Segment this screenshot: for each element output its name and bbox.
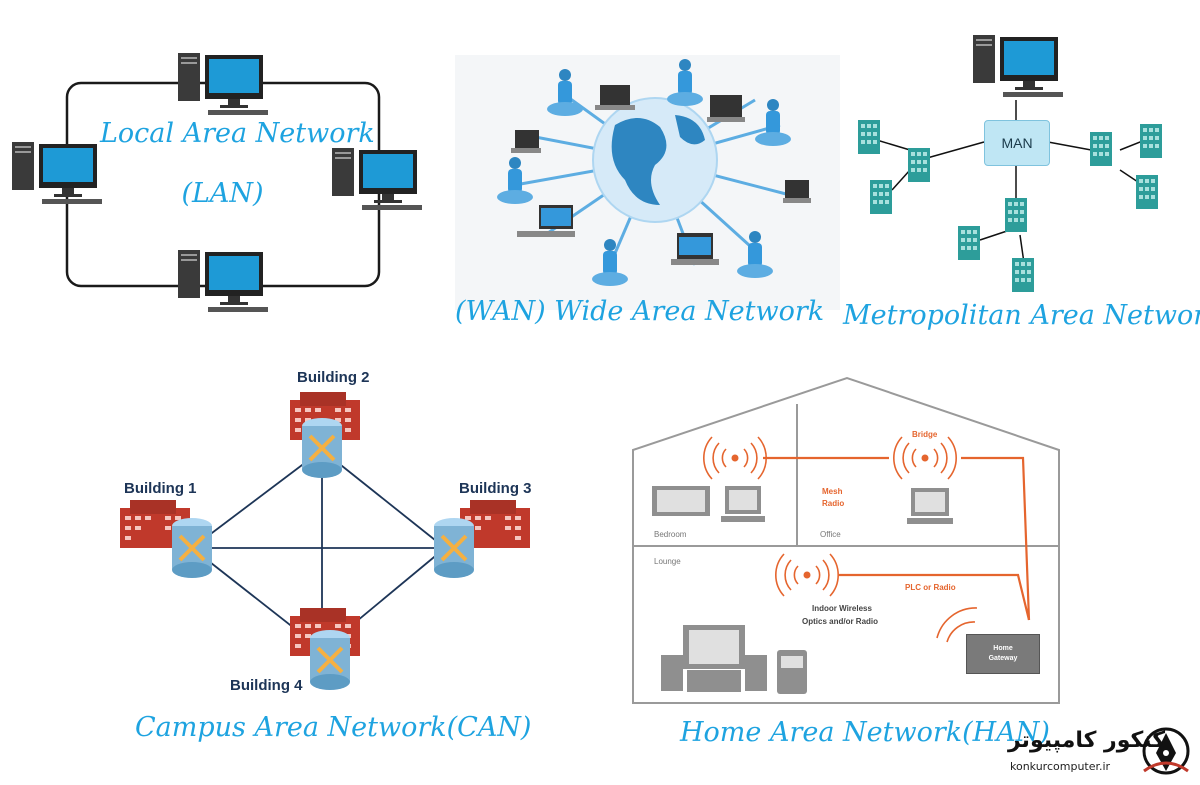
man-hub: MAN bbox=[984, 120, 1050, 166]
can-diagram bbox=[120, 392, 530, 692]
lan-computer-bottom bbox=[178, 250, 268, 312]
han-title: Home Area Network(HAN) bbox=[680, 717, 1050, 748]
office-label: Office bbox=[820, 530, 841, 539]
indoor-label-1: Indoor Wireless bbox=[812, 604, 872, 613]
signal-icon bbox=[775, 553, 839, 597]
logo-domain: konkurcomputer.ir bbox=[1010, 760, 1111, 773]
lan-title-line1: Local Area Network bbox=[100, 118, 375, 149]
radio-label: Radio bbox=[822, 499, 845, 508]
lan-computer-left bbox=[12, 142, 102, 204]
can-title: Campus Area Network(CAN) bbox=[135, 712, 532, 743]
signal-icon bbox=[893, 436, 957, 480]
building-3-label: Building 3 bbox=[459, 480, 532, 497]
router-icon bbox=[432, 516, 476, 580]
wan-title: (WAN) Wide Area Network bbox=[455, 296, 825, 327]
indoor-label-2: Optics and/or Radio bbox=[802, 617, 879, 626]
man-diagram bbox=[858, 35, 1162, 292]
router-icon bbox=[170, 516, 214, 580]
pen-nib-icon bbox=[1142, 727, 1190, 775]
mesh-label: Mesh bbox=[822, 487, 843, 496]
tv-icon bbox=[652, 486, 953, 694]
lan-computer-right bbox=[332, 148, 422, 210]
router-icon bbox=[300, 416, 344, 480]
wan-diagram bbox=[455, 55, 840, 310]
man-building-right bbox=[1090, 132, 1112, 166]
router-icon bbox=[308, 628, 352, 692]
lan-title-line2: (LAN) bbox=[181, 178, 264, 209]
man-building-left bbox=[908, 148, 930, 182]
building-2-label: Building 2 bbox=[297, 369, 370, 386]
logo-name: کنکور کامپیوتر bbox=[1008, 728, 1166, 753]
bridge-label: Bridge bbox=[912, 430, 938, 439]
man-building-bottom bbox=[1005, 198, 1027, 232]
man-title: Metropolitan Area Network bbox=[843, 300, 1200, 331]
laptop-icon bbox=[511, 85, 811, 265]
lan-diagram bbox=[12, 53, 422, 312]
home-gateway: Home Gateway bbox=[966, 634, 1040, 674]
plc-label: PLC or Radio bbox=[905, 583, 956, 592]
building-1-label: Building 1 bbox=[124, 480, 197, 497]
lounge-label: Lounge bbox=[654, 557, 681, 566]
signal-icon bbox=[703, 436, 767, 480]
han-diagram bbox=[632, 376, 1060, 704]
lan-computer-top bbox=[178, 53, 268, 115]
bedroom-label: Bedroom bbox=[654, 530, 687, 539]
building-4-label: Building 4 bbox=[230, 677, 303, 694]
